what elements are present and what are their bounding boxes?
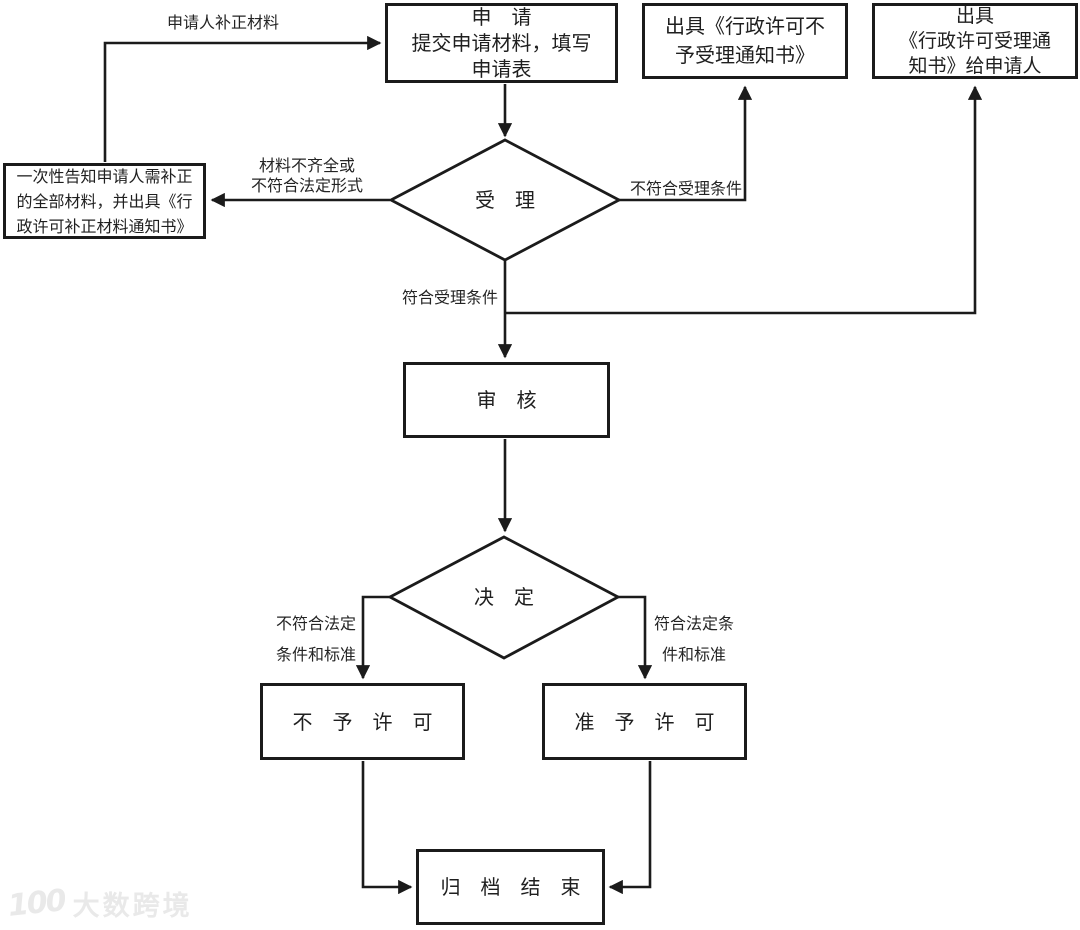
edge-label-not-meet-accept: 不符合受理条件: [629, 179, 742, 198]
edge-label-meet-accept: 符合受理条件: [401, 288, 498, 307]
diamond-decide-shape: [387, 535, 621, 660]
node-accept-notice-label: 出具 《行政许可受理通 知书》给申请人: [898, 4, 1051, 77]
node-deny: 不 予 许 可: [260, 683, 465, 760]
watermark: 100 大数跨境: [6, 883, 193, 924]
node-apply: 申 请 提交申请材料，填写 申请表: [385, 3, 618, 83]
edge-label-incomplete: 材料不齐全或 不符合法定形式: [250, 156, 363, 195]
edge-grant-to-archive: [608, 761, 652, 895]
node-accept-decision: 受 理: [391, 170, 619, 230]
node-supplement: 一次性告知申请人需补正 的全部材料，并出具《行 政许可补正材料通知书》: [3, 163, 206, 239]
edge-label-meet-legal: 符合法定条 件和标准: [653, 614, 734, 664]
node-supplement-label: 一次性告知申请人需补正 的全部材料，并出具《行 政许可补正材料通知书》: [16, 166, 193, 236]
edge-decide-to-grant: [618, 595, 653, 680]
node-decide-decision-label: 决 定: [474, 585, 534, 609]
edge-label-not-meet-legal: 不符合法定 条件和标准: [275, 614, 356, 664]
node-archive: 归 档 结 束: [416, 849, 605, 925]
edge-supplement-to-apply: [103, 35, 382, 162]
edge-deny-to-archive: [361, 761, 413, 895]
node-deny-label: 不 予 许 可: [292, 709, 433, 734]
node-reject-notice: 出具《行政许可不 予受理通知书》: [642, 3, 848, 79]
node-archive-label: 归 档 结 束: [440, 875, 581, 899]
node-accept-notice: 出具 《行政许可受理通 知书》给申请人: [872, 3, 1078, 79]
watermark-text: 大数跨境: [72, 891, 193, 922]
node-grant: 准 予 许 可: [542, 683, 747, 760]
node-apply-label: 申 请 提交申请材料，填写 申请表: [411, 5, 592, 81]
edge-decide-to-deny: [355, 595, 390, 680]
watermark-logo: 100: [6, 883, 67, 924]
node-reject-notice-label: 出具《行政许可不 予受理通知书》: [665, 14, 825, 67]
node-accept-decision-label: 受 理: [475, 188, 535, 212]
edge-label-resubmit: 申请人补正材料: [166, 13, 279, 32]
edge-branch-to-accept-notice: [505, 85, 983, 315]
diamond-accept-shape: [387, 138, 623, 262]
node-decide-decision: 决 定: [390, 567, 618, 627]
node-review: 审 核: [403, 362, 610, 438]
node-grant-label: 准 予 许 可: [574, 709, 715, 734]
edge-accept-to-reject-notice: [619, 85, 753, 202]
node-review-label: 审 核: [476, 388, 537, 412]
